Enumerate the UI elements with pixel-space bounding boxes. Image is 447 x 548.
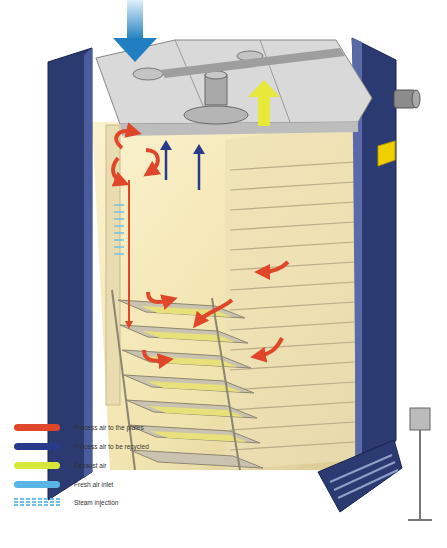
legend-text: Steam injection: [74, 497, 118, 508]
shelf-rails: [230, 162, 355, 450]
control-panel: [410, 408, 430, 430]
exhaust-arrowhead: [248, 80, 280, 97]
fan: [133, 68, 163, 80]
legend-sample-dash: [20, 501, 24, 503]
motor-cap: [412, 90, 420, 108]
base-tubes: [330, 455, 398, 498]
exhaust-arrow: [258, 96, 270, 126]
legend-swatch: [14, 481, 60, 488]
fresh-air-arrow: [127, 0, 143, 40]
legend-swatch: [14, 424, 60, 431]
left-door: [48, 48, 92, 500]
cabinet-interior: [92, 120, 360, 470]
housing-base: [120, 122, 358, 136]
duct-bar: [160, 48, 345, 78]
legend-text: Exhaust air: [74, 460, 107, 471]
legend-swatch: [14, 462, 60, 469]
legend-sample-dash: [20, 498, 24, 500]
legend-sample-dash: [50, 504, 54, 506]
legend-sample-dash: [38, 498, 42, 500]
legend-sample-dash: [32, 504, 36, 506]
legend-sample-dash: [26, 498, 30, 500]
door-edge: [84, 48, 92, 478]
legend-sample-dash: [14, 498, 18, 500]
fan-wheel: [184, 106, 248, 124]
legend-sample-dash: [44, 501, 48, 503]
legend-sample: [14, 498, 60, 507]
legend-sample-dash: [32, 498, 36, 500]
legend-sample-dash: [20, 504, 24, 506]
legend-swatch: [14, 443, 60, 450]
legend-sample-dash: [56, 498, 60, 500]
control-foot: [408, 519, 432, 521]
legend-sample-dash: [32, 501, 36, 503]
legend-sample-dash: [26, 504, 30, 506]
legend-text: Process air to be recycled: [74, 441, 149, 452]
legend-sample-dash: [56, 501, 60, 503]
legend-sample-dash: [38, 501, 42, 503]
legend-sample-dash: [14, 504, 18, 506]
legend-text: Fresh air inlet: [74, 479, 113, 490]
legend-sample-dash: [44, 504, 48, 506]
process-air-arrows: [113, 131, 288, 361]
control-stand: [419, 430, 421, 520]
steam-injection: [114, 205, 124, 254]
legend-sample-dash: [50, 498, 54, 500]
legend-sample-dash: [26, 501, 30, 503]
legend-sample-dash: [14, 501, 18, 503]
base-frame: [318, 440, 402, 512]
legend-sample-dash: [56, 504, 60, 506]
legend-sample-dash: [50, 501, 54, 503]
fresh-air-arrowhead: [113, 38, 157, 62]
legend-sample-dash: [38, 504, 42, 506]
brand-plate: [378, 141, 395, 166]
recycle-arrows: [160, 140, 205, 190]
legend-sample-dash: [44, 498, 48, 500]
legend-text: Process air to the plates: [74, 422, 144, 433]
